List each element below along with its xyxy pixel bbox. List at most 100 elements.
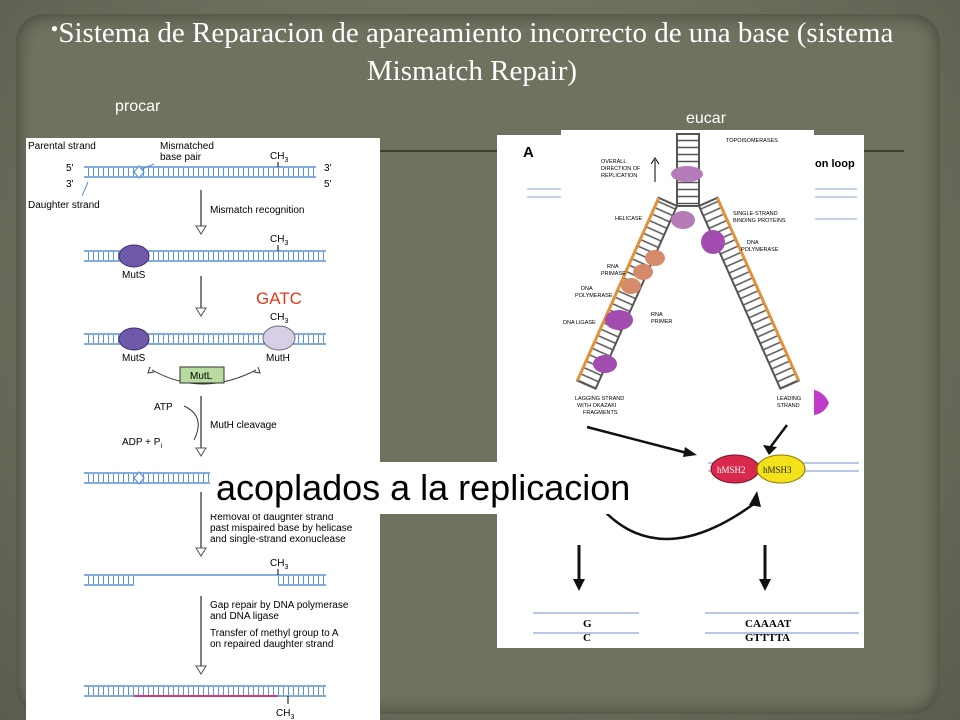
- mutl-curve-head-right: [253, 366, 261, 374]
- topoisomerase-protein: [671, 166, 703, 182]
- dna-polymerase-left: [605, 310, 633, 330]
- label-transfer-2: on repaired daughter strand: [210, 639, 333, 650]
- label-mismatched: Mismatched: [160, 141, 214, 152]
- label-dna-ligase: DNA LIGASE: [563, 320, 596, 326]
- label-hmsh2: hMSH2: [717, 465, 746, 475]
- label-c: C: [583, 632, 591, 644]
- label-ch3-1: CH3: [270, 151, 288, 164]
- title-bullet: •: [50, 16, 59, 41]
- arrowhead-3: [195, 447, 207, 457]
- prokaryote-figure: Parental strand Mismatched base pair CH3…: [26, 138, 380, 720]
- label-parental-strand: Parental strand: [28, 141, 96, 152]
- label-ch3-3: CH3: [270, 312, 288, 325]
- base-pairs-4: [84, 474, 326, 482]
- label-dna-pol-right-2: POLYMERASE: [741, 247, 779, 253]
- label-gatc: GATC: [256, 289, 302, 308]
- mutl-protein: [179, 366, 225, 384]
- arrowhead-down-left: [573, 579, 585, 591]
- arrowhead-complex-right: [763, 445, 777, 455]
- label-rna-1: RNA: [607, 264, 619, 270]
- label-g: G: [583, 618, 592, 630]
- arrow-to-complex-right: [768, 424, 788, 450]
- label-leading-1: LEADING: [777, 396, 801, 402]
- arrowhead-1: [195, 225, 207, 235]
- replication-fork-inset: G OVERALL DIRECTION OF REPLICATION TOPOI…: [561, 130, 814, 423]
- label-5prime-1r: 5': [324, 179, 332, 190]
- muth-protein: [262, 325, 296, 351]
- label-seq-top: CAAAAT: [745, 618, 792, 630]
- prokaryote-diagram: Parental strand Mismatched base pair CH3…: [28, 141, 353, 720]
- base-pairs-3: [84, 335, 326, 343]
- label-mismatch-recognition: Mismatch recognition: [210, 205, 304, 216]
- label-transfer-1: Transfer of methyl group to A: [210, 628, 339, 639]
- label-muts-2: MutS: [122, 353, 146, 364]
- label-dna-pol-left-2: POLYMERASE: [575, 293, 613, 299]
- label-dna-pol-right-1: DNA: [747, 240, 759, 246]
- ssb-protein-2: [633, 264, 653, 280]
- base-pairs-2: [84, 252, 326, 260]
- label-ch3-2: CH3: [270, 234, 288, 247]
- pointer-daughter: [81, 181, 89, 197]
- label-a: A: [523, 144, 534, 161]
- ssb-protein-1: [645, 250, 665, 266]
- helicase-protein: [671, 211, 695, 229]
- mismatch-bubble-4: [133, 471, 145, 485]
- arrowhead-down-right: [759, 579, 771, 591]
- curved-arrowhead: [749, 491, 761, 507]
- label-overall-2: DIRECTION OF: [601, 166, 641, 172]
- label-lagging-2: WITH OKAZAKI: [577, 403, 617, 409]
- dna-polymerase-right: [701, 230, 725, 254]
- overlay-coupled-replication: acoplados a la replicacion: [210, 462, 708, 514]
- atp-hydrolysis-curve: [183, 405, 199, 441]
- arrowhead-4: [195, 547, 207, 557]
- label-removal-3: and single-strand exonuclease: [210, 534, 346, 545]
- label-rna-2: PRIMASE: [601, 271, 626, 277]
- dna-ligase-protein: [593, 355, 617, 373]
- label-lagging-3: FRAGMENTS: [583, 410, 618, 416]
- arrowhead-complex-left: [683, 447, 697, 457]
- base-pairs-6: [84, 687, 326, 695]
- label-ch3-5: CH3: [270, 558, 288, 571]
- base-pairs-5a: [84, 576, 134, 584]
- label-lagging-1: LAGGING STRAND: [575, 396, 624, 402]
- label-procar: procar: [115, 98, 161, 115]
- label-muth: MutH: [266, 353, 290, 364]
- label-muth-cleavage: MutH cleavage: [210, 420, 277, 431]
- slide-title: •Sistema de Reparacion de apareamiento i…: [22, 10, 922, 90]
- label-adp: ADP + Pi: [122, 437, 162, 450]
- label-ssb-1: SINGLE-STRAND: [733, 211, 778, 217]
- leading-arm: [697, 196, 800, 391]
- base-pairs-5b: [278, 576, 326, 584]
- label-removal-2: past mispaired base by helicase: [210, 523, 353, 534]
- replication-fork-diagram: G OVERALL DIRECTION OF REPLICATION TOPOI…: [563, 133, 801, 416]
- arrowhead-2: [195, 307, 207, 317]
- mutl-curve-head-left: [147, 366, 155, 374]
- mismatch-bubble-1: [133, 165, 145, 179]
- label-daughter-strand: Daughter strand: [28, 200, 100, 211]
- arrow-to-complex-left: [586, 425, 688, 455]
- label-base-pair: base pair: [160, 152, 202, 163]
- mutl-link-curve: [151, 369, 257, 385]
- label-leading-2: STRAND: [777, 403, 800, 409]
- pointer-mismatch: [141, 163, 155, 170]
- label-mutl: MutL: [190, 371, 213, 382]
- curved-arrow: [596, 501, 756, 541]
- label-muts-1: MutS: [122, 270, 146, 281]
- label-ssb-2: BINDING PROTEINS: [733, 218, 786, 224]
- arrowhead-5: [195, 665, 207, 675]
- base-pairs-1: [84, 168, 316, 176]
- divider-line: [26, 150, 904, 152]
- label-removal-1: Removal of daughter strand: [210, 512, 333, 523]
- label-dna-pol-left-1: DNA: [581, 286, 593, 292]
- hmsh3-protein: [756, 454, 806, 484]
- label-hmsh3: hMSH3: [763, 465, 792, 475]
- label-seq-bottom: GTTTTA: [745, 632, 790, 644]
- label-gap-1: Gap repair by DNA polymerase: [210, 600, 349, 611]
- label-on-loop: on loop: [815, 158, 855, 170]
- label-3prime-1r: 3': [324, 163, 332, 174]
- label-gap-2: and DNA ligase: [210, 611, 279, 622]
- label-overall-1: OVERALL: [601, 159, 626, 165]
- label-3prime-1: 3': [66, 179, 74, 190]
- label-overall-3: REPLICATION: [601, 173, 637, 179]
- label-ch3-6: CH3: [276, 708, 294, 720]
